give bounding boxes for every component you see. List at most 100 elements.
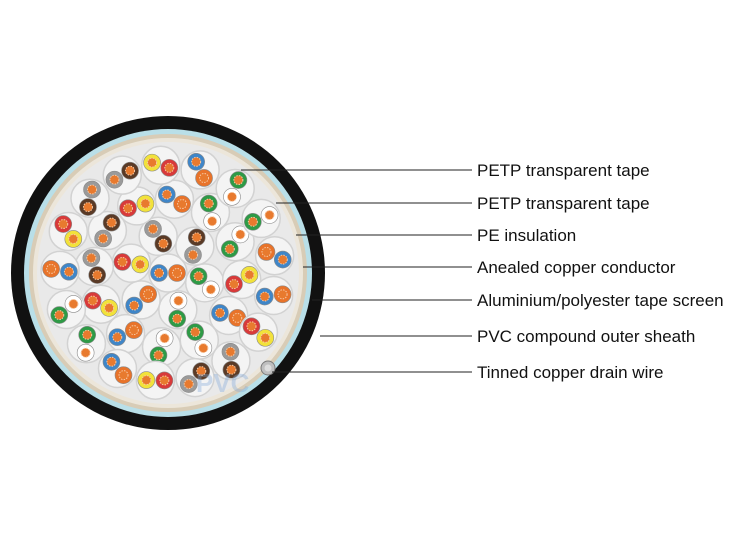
- copper-conductor: [123, 203, 134, 214]
- copper-conductor: [129, 300, 140, 311]
- cable-pair: [111, 243, 152, 283]
- copper-conductor: [199, 172, 210, 183]
- copper-conductor: [190, 327, 201, 338]
- copper-conductor: [259, 291, 270, 302]
- copper-conductor: [117, 256, 128, 267]
- cable-pair: [158, 289, 198, 330]
- copper-conductor: [140, 198, 151, 209]
- copper-conductor: [153, 350, 164, 361]
- copper-conductor: [82, 202, 93, 213]
- label-petp-tape-2: PETP transparent tape: [477, 194, 650, 213]
- label-pe-insulation: PE insulation: [477, 226, 576, 245]
- copper-conductor: [172, 313, 183, 324]
- leader-lines: [241, 169, 472, 373]
- copper-conductor: [164, 162, 175, 173]
- copper-conductor: [98, 233, 109, 244]
- cable-pair: [70, 178, 110, 219]
- copper-conductor: [143, 289, 154, 300]
- copper-conductor: [183, 379, 194, 390]
- cable-pair: [215, 221, 255, 262]
- cable-pair: [102, 155, 143, 195]
- label-copper-conductor: Anealed copper conductor: [477, 258, 676, 277]
- copper-conductor: [207, 216, 218, 227]
- copper-conductor: [198, 343, 209, 354]
- callout-labels: PETP transparent tape PETP transparent t…: [477, 161, 724, 382]
- copper-conductor: [233, 175, 244, 186]
- cable-pair: [238, 312, 279, 352]
- copper-conductor: [106, 356, 117, 367]
- copper-conductor: [68, 298, 79, 309]
- cable-pair: [215, 168, 255, 209]
- copper-conductor: [226, 364, 237, 375]
- copper-conductor: [104, 302, 115, 313]
- cable-pair: [74, 246, 115, 287]
- cable-body: [11, 116, 325, 430]
- copper-conductor: [109, 174, 120, 185]
- copper-conductor: [154, 268, 164, 278]
- copper-conductor: [196, 366, 207, 377]
- copper-conductor: [214, 307, 225, 318]
- copper-conductor: [232, 312, 243, 323]
- label-drain-wire: Tinned copper drain wire: [477, 363, 663, 382]
- cable-pair: [241, 198, 281, 239]
- copper-conductor: [141, 375, 152, 386]
- copper-conductor: [87, 295, 98, 306]
- copper-conductor: [82, 329, 93, 340]
- copper-conductor: [159, 333, 170, 344]
- twisted-pairs: [40, 145, 295, 401]
- copper-conductor: [92, 270, 103, 281]
- cable-pair: [87, 210, 128, 251]
- copper-conductor: [244, 269, 255, 280]
- cable-pair: [221, 259, 262, 300]
- cable-pair: [211, 341, 251, 381]
- copper-conductor: [277, 289, 288, 300]
- cable-pair: [141, 326, 182, 367]
- copper-conductor: [158, 238, 169, 249]
- copper-conductor: [277, 254, 288, 265]
- copper-conductor: [112, 332, 123, 343]
- copper-conductor: [229, 279, 240, 290]
- copper-conductor: [80, 347, 91, 358]
- cable-pair: [184, 263, 225, 303]
- copper-conductor: [46, 263, 57, 274]
- cable-pair: [175, 226, 215, 266]
- cable-pair: [254, 236, 295, 276]
- copper-conductor: [193, 271, 204, 282]
- copper-conductor: [135, 259, 146, 270]
- copper-conductor: [148, 223, 159, 234]
- cable-pair: [135, 360, 176, 401]
- copper-conductor: [191, 156, 202, 167]
- cable-pair: [97, 348, 138, 389]
- copper-conductor: [187, 249, 198, 260]
- label-tape-screen: Aluminium/polyester tape screen: [477, 291, 724, 310]
- copper-conductor: [159, 375, 170, 386]
- copper-conductor: [54, 310, 65, 321]
- cable-pair: [105, 313, 146, 354]
- copper-conductor: [86, 253, 97, 264]
- copper-conductor: [203, 198, 214, 209]
- cable-pair: [154, 179, 195, 220]
- cable-pair: [66, 324, 107, 364]
- cable-pair: [190, 192, 231, 233]
- copper-conductor: [128, 325, 139, 336]
- cable-pair: [179, 320, 220, 360]
- copper-conductor: [235, 229, 246, 240]
- copper-conductor: [147, 157, 158, 168]
- copper-conductor: [246, 321, 257, 332]
- cable-pair: [40, 250, 80, 291]
- cable-pair: [253, 275, 294, 316]
- copper-conductor: [63, 266, 74, 277]
- cable-pair: [175, 357, 215, 398]
- copper-conductor: [205, 284, 216, 295]
- copper-conductor: [260, 332, 271, 343]
- cable-pair: [121, 280, 161, 320]
- cable-pair: [48, 211, 89, 252]
- copper-conductor: [177, 199, 188, 210]
- cable-pair: [148, 253, 188, 293]
- copper-conductor: [226, 191, 237, 202]
- drain-wire: [260, 360, 276, 376]
- copper-conductor: [225, 346, 236, 357]
- copper-conductor: [261, 246, 272, 257]
- cable-pair: [81, 284, 121, 325]
- copper-conductor: [264, 210, 275, 221]
